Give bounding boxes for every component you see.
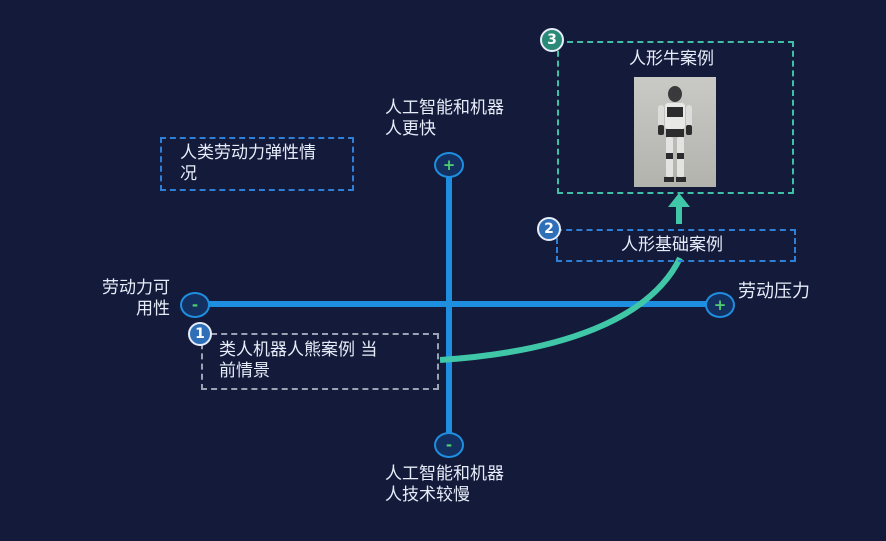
y-axis-top-label: 人工智能和机器 人更快: [385, 98, 504, 139]
y-axis-plus-node: +: [434, 152, 464, 178]
labor-elasticity-label: 人类劳动力弹性情 况: [180, 143, 316, 184]
x-axis-plus-node: +: [705, 292, 735, 318]
base-case-box: 人形基础案例: [556, 229, 796, 262]
y-axis-bottom-label: 人工智能和机器 人技术较慢: [385, 464, 504, 505]
labor-elasticity-box: 人类劳动力弹性情 况: [160, 137, 354, 191]
bear-case-box: 类人机器人熊案例 当 前情景: [201, 333, 439, 390]
marker-3-badge: 3: [540, 28, 564, 52]
marker-1-badge: 1: [188, 322, 212, 346]
y-axis-minus-node: -: [434, 432, 464, 458]
x-axis-right-label: 劳动压力: [738, 281, 810, 302]
bull-case-box: 人形牛案例: [557, 41, 794, 194]
connector-curve: [439, 256, 683, 363]
x-axis-minus-node: -: [180, 292, 210, 318]
arrow-up-icon: [668, 193, 690, 207]
bull-case-label: 人形牛案例: [629, 49, 714, 69]
humanoid-robot-photo: [658, 86, 692, 182]
base-case-label: 人形基础案例: [621, 235, 723, 255]
x-axis-left-label: 劳动力可 用性: [102, 278, 170, 319]
bear-case-label: 类人机器人熊案例 当 前情景: [219, 340, 378, 381]
marker-2-badge: 2: [537, 217, 561, 241]
humanoid-robot-image: [634, 77, 716, 187]
